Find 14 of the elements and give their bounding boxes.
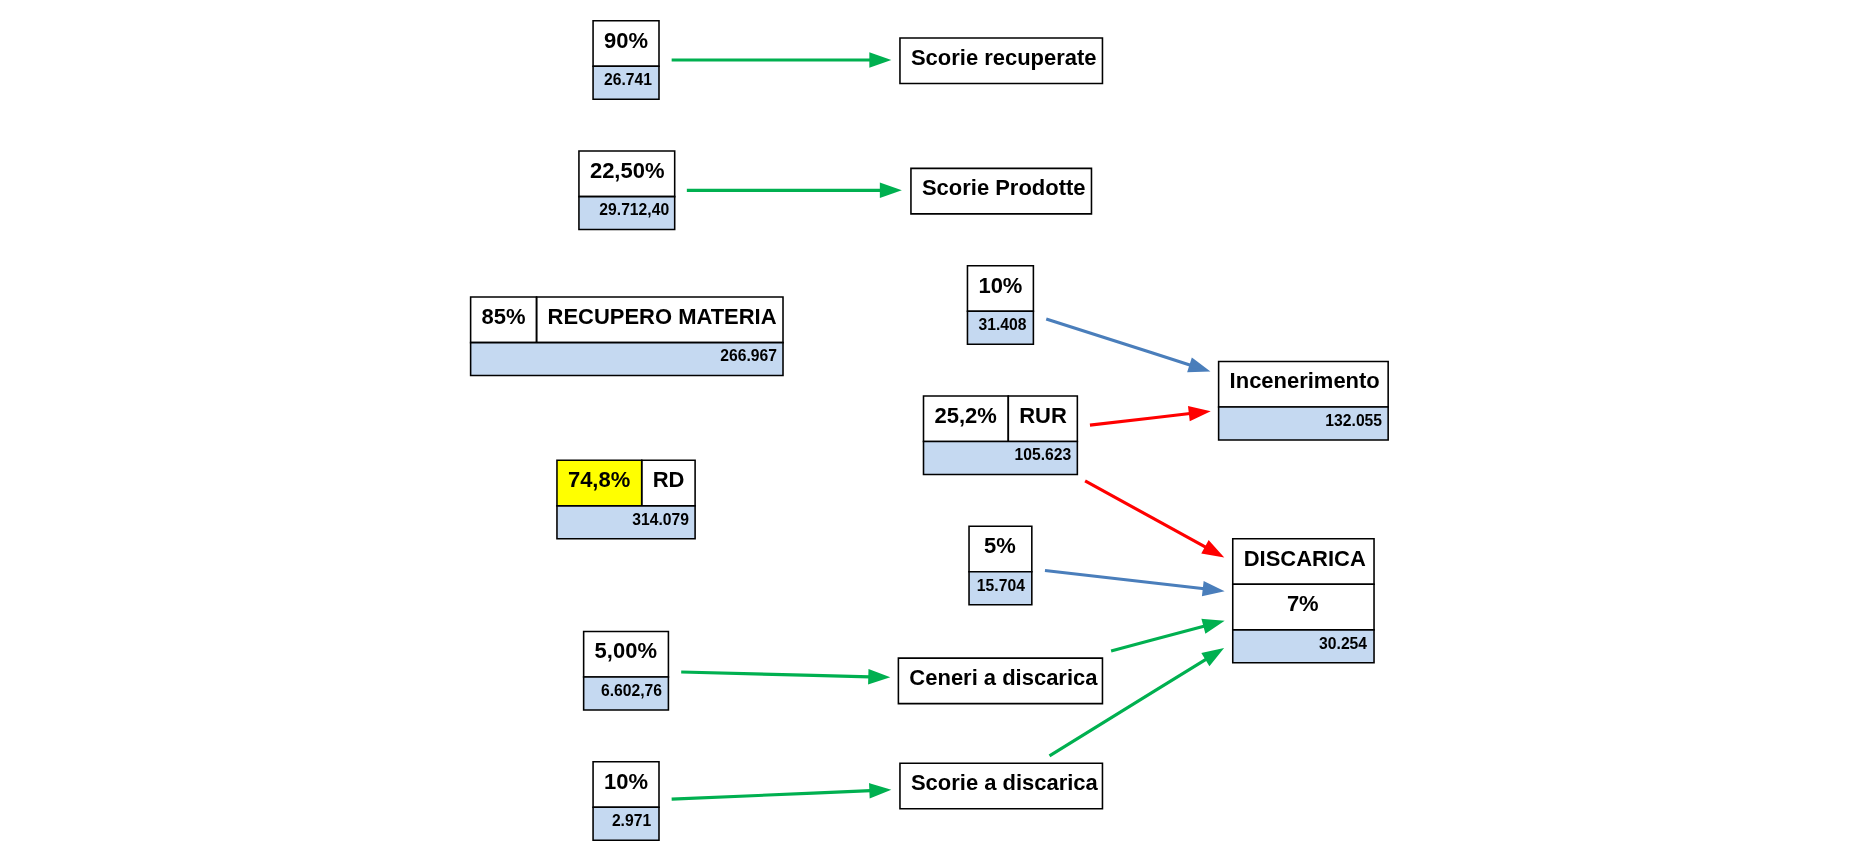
arrow [671,52,892,68]
node-box: Scorie Prodotte [910,167,1093,215]
node-box: Scorie a discarica [899,762,1104,810]
node-box: Ceneri a discarica [897,657,1104,705]
arrow [686,182,902,199]
arrow [1084,479,1225,558]
arrow [1044,568,1225,597]
arrow [671,783,892,801]
arrow [1089,406,1211,427]
arrow [681,669,891,685]
node-box: Scorie recuperate [899,37,1104,85]
arrow [1045,317,1211,373]
arrow [1110,618,1225,653]
arrow [1048,648,1225,758]
